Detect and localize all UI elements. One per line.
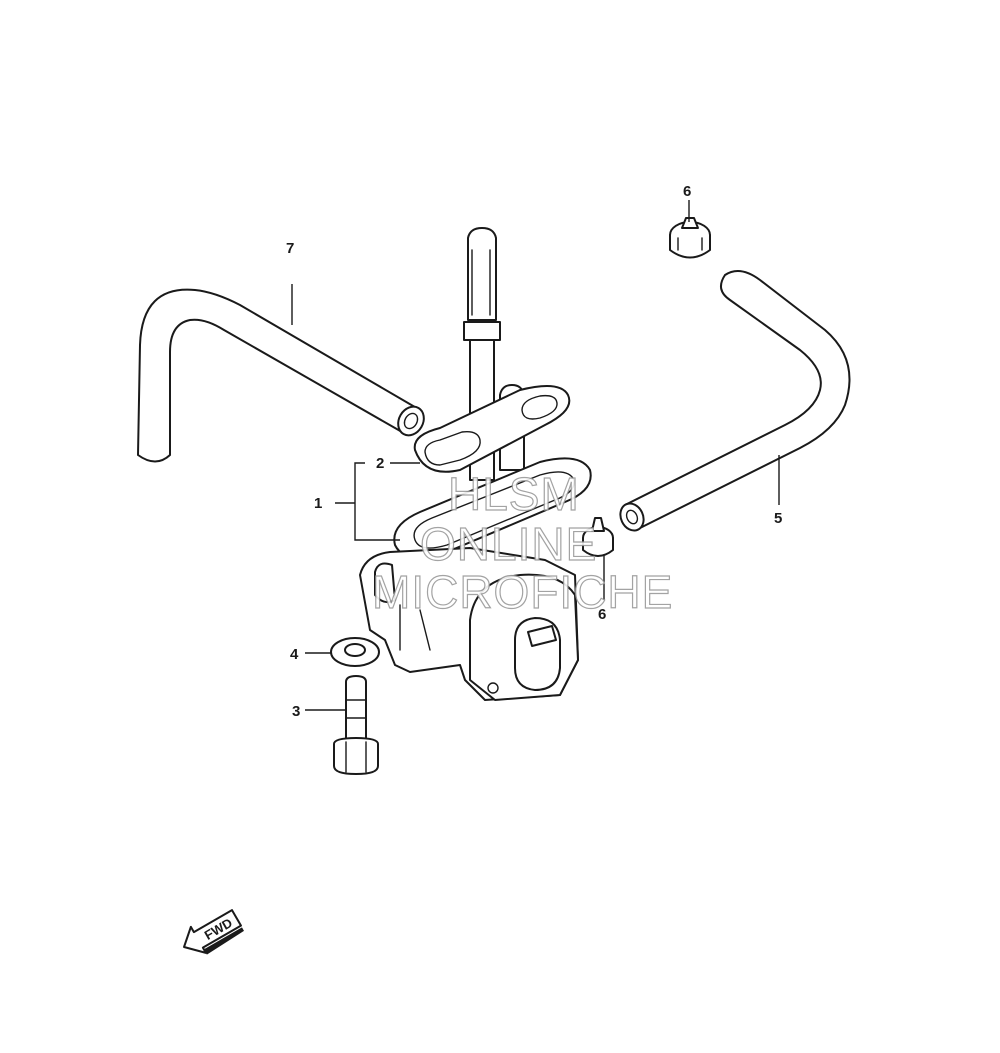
callout-5[interactable]: 5 — [774, 510, 782, 527]
leader-lines — [291, 200, 780, 711]
part-6-clip-top[interactable] — [669, 217, 711, 259]
part-5-hose[interactable] — [616, 270, 851, 534]
watermark-line-1: HLSM — [448, 468, 580, 520]
fwd-arrow-icon: FWD — [183, 909, 244, 955]
part-2-gasket[interactable] — [413, 385, 571, 473]
callout-4[interactable]: 4 — [290, 646, 299, 663]
callout-6-mid[interactable]: 6 — [598, 606, 606, 623]
watermark-line-3: MICROFICHE — [372, 566, 673, 618]
callout-7[interactable]: 7 — [286, 240, 294, 257]
part-3-bolt[interactable] — [333, 675, 379, 775]
callout-1[interactable]: 1 — [314, 495, 322, 512]
callout-2[interactable]: 2 — [376, 455, 384, 472]
callout-6-top[interactable]: 6 — [683, 183, 691, 200]
part-4-washer[interactable] — [330, 637, 380, 667]
part-7-hose[interactable] — [137, 288, 429, 463]
watermark: HLSM ONLINE MICROFICHE — [371, 467, 673, 618]
part-6-clip-mid[interactable] — [582, 517, 614, 557]
callout-3[interactable]: 3 — [292, 703, 300, 720]
part-1-fuel-cock[interactable] — [359, 227, 592, 701]
watermark-line-2: ONLINE — [420, 518, 597, 570]
